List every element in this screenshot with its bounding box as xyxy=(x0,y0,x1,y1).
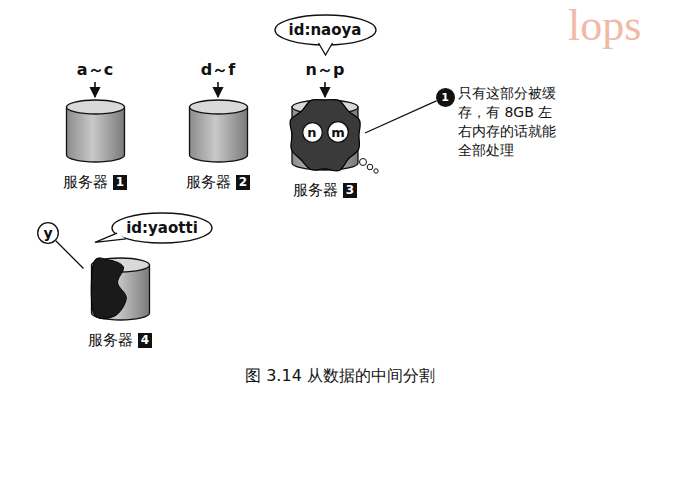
key-letter: y xyxy=(43,226,52,240)
key-range: n～p xyxy=(306,60,345,81)
server-name: 服务器 xyxy=(88,331,133,349)
key-circle: m xyxy=(327,121,349,143)
user-id: id:yaotti xyxy=(126,219,198,237)
server-cylinder: 服务器 1 xyxy=(59,100,132,194)
range-arrow xyxy=(324,82,326,97)
server-number: 3 xyxy=(343,183,357,198)
callout-note: 只有这部分被缓存，有 8GB 左右内存的话就能全部处理 xyxy=(458,84,566,160)
server-label: 服务器 2 xyxy=(182,172,255,192)
key-circle: n xyxy=(302,122,323,143)
server-name: 服务器 xyxy=(293,181,338,199)
figure-caption: 图 3.14 从数据的中间分割 xyxy=(245,366,435,387)
server-number: 1 xyxy=(113,175,127,190)
server-cylinder-outline xyxy=(84,258,157,320)
server-label: 服务器 4 xyxy=(84,330,157,350)
callout-number: 1 xyxy=(436,88,455,107)
server-number: 4 xyxy=(138,333,152,348)
server-cylinder: 服务器 2 xyxy=(182,100,255,194)
leader-line xyxy=(56,241,84,269)
user-id: id:naoya xyxy=(289,21,362,39)
callout-number: 1 xyxy=(441,92,449,103)
server-cylinder: 服务器 4 xyxy=(84,258,157,352)
key-letter: n xyxy=(307,126,316,139)
server-cylinder-outline xyxy=(59,100,132,162)
server-name: 服务器 xyxy=(63,173,108,191)
key-range: d～f xyxy=(201,60,235,81)
server-label: 服务器 1 xyxy=(59,172,132,192)
server-number: 2 xyxy=(236,175,250,190)
leader-line xyxy=(365,101,436,133)
server-name: 服务器 xyxy=(186,173,231,191)
server-cylinder: 服务器 3 n m xyxy=(285,100,365,202)
range-arrow xyxy=(217,82,219,97)
key-circle: y xyxy=(37,222,59,244)
server-cylinder-outline xyxy=(285,100,365,170)
range-arrow xyxy=(94,82,96,97)
watermark: lops xyxy=(568,0,641,51)
server-label: 服务器 3 xyxy=(285,180,365,200)
server-cylinder-outline xyxy=(182,100,255,162)
key-range: a～c xyxy=(77,60,113,81)
key-letter: m xyxy=(331,126,345,139)
speech-bubble: id:yaotti xyxy=(111,212,213,244)
speech-bubble: id:naoya xyxy=(274,14,377,46)
